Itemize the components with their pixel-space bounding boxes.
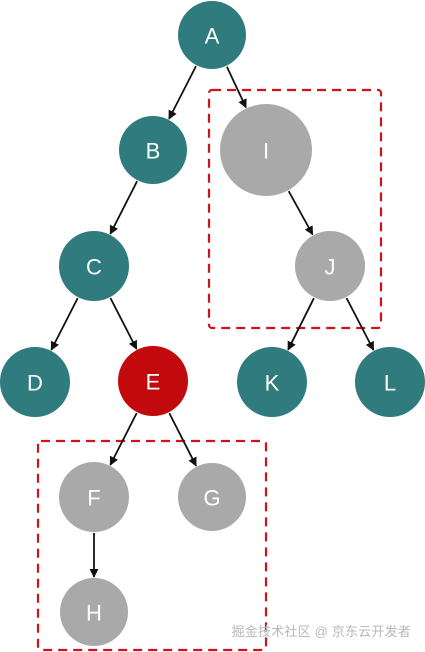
node-a-label: A bbox=[205, 24, 220, 49]
edge-e-g bbox=[168, 412, 197, 467]
node-f-label: F bbox=[87, 486, 100, 511]
node-b: B bbox=[119, 116, 187, 184]
edge-j-l bbox=[345, 297, 375, 351]
node-i: I bbox=[220, 104, 312, 196]
edge-i-j bbox=[287, 190, 314, 236]
node-a-circle bbox=[178, 1, 246, 69]
node-j-circle bbox=[295, 231, 365, 301]
node-l: L bbox=[355, 347, 425, 417]
node-l-circle bbox=[355, 347, 425, 417]
node-b-label: B bbox=[146, 139, 161, 164]
highlight-boxes bbox=[36, 88, 383, 652]
edge-j-k bbox=[287, 297, 315, 351]
node-g-circle bbox=[178, 463, 246, 531]
node-g-label: G bbox=[203, 486, 220, 511]
edges bbox=[50, 65, 375, 578]
node-l-label: L bbox=[384, 371, 396, 396]
node-h: H bbox=[60, 578, 128, 646]
node-f: F bbox=[59, 462, 129, 532]
edge-e-f bbox=[109, 412, 138, 466]
node-e: E bbox=[118, 346, 188, 416]
node-k-circle bbox=[237, 347, 307, 417]
node-h-label: H bbox=[86, 601, 102, 626]
node-j: J bbox=[295, 231, 365, 301]
node-e-label: E bbox=[146, 370, 161, 395]
node-d-label: D bbox=[27, 371, 43, 396]
node-i-label: I bbox=[263, 139, 269, 164]
node-j-label: J bbox=[325, 255, 336, 280]
node-h-circle bbox=[60, 578, 128, 646]
node-g: G bbox=[178, 463, 246, 531]
node-k-label: K bbox=[265, 371, 280, 396]
node-b-circle bbox=[119, 116, 187, 184]
node-c-label: C bbox=[86, 255, 102, 280]
edge-a-b bbox=[168, 65, 197, 120]
edge-c-e bbox=[109, 297, 138, 350]
node-f-circle bbox=[59, 462, 129, 532]
dashed-box-i-j bbox=[207, 88, 383, 330]
node-i-circle bbox=[220, 104, 312, 196]
edge-b-c bbox=[109, 180, 138, 235]
node-d-circle bbox=[0, 347, 70, 417]
node-c-circle bbox=[59, 231, 129, 301]
dashed-box-f-g-h bbox=[36, 439, 268, 652]
node-k: K bbox=[237, 347, 307, 417]
node-d: D bbox=[0, 347, 70, 417]
node-e-circle bbox=[118, 346, 188, 416]
edge-a-i bbox=[226, 66, 247, 109]
edge-c-d bbox=[50, 297, 79, 351]
node-c: C bbox=[59, 231, 129, 301]
node-a: A bbox=[178, 1, 246, 69]
watermark-text: 掘金技术社区 @ 京东云开发者 bbox=[231, 624, 411, 639]
